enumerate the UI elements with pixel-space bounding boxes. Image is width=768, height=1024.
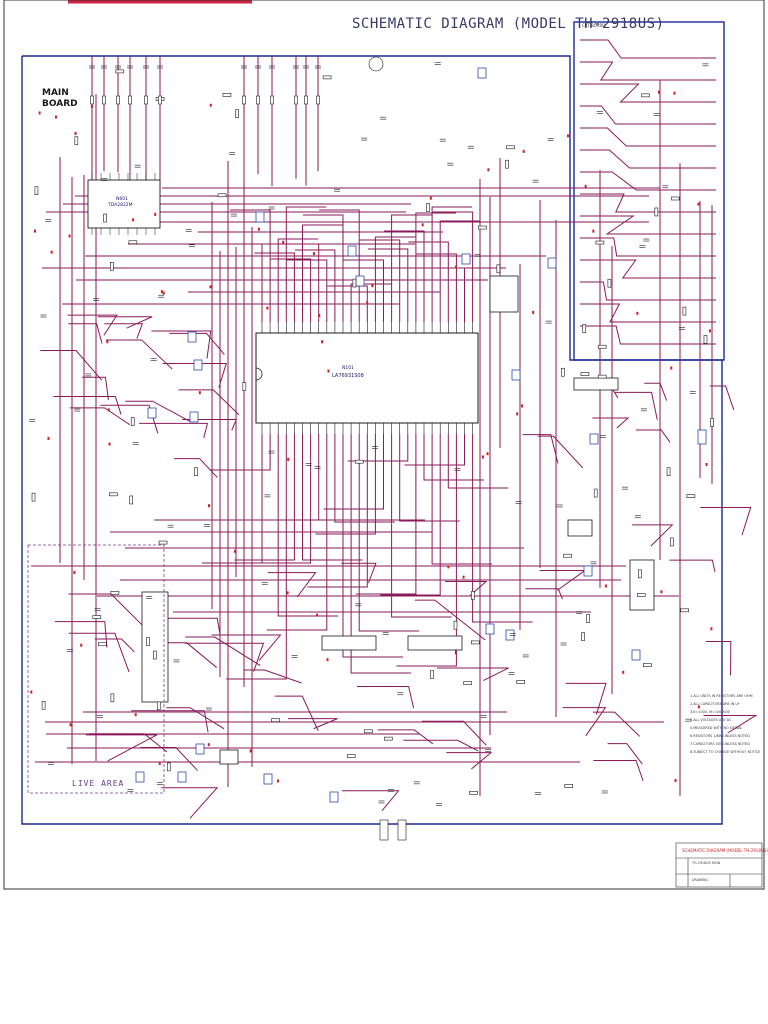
main-board-label: MAIN BOARD	[42, 88, 78, 109]
page-title: SCHEMATIC DIAGRAM (MODEL TH-2918US)	[352, 16, 665, 32]
audio-ic-ref: N601	[116, 197, 128, 202]
wiring	[31, 39, 758, 819]
live-area-label: LIVE AREA	[72, 779, 125, 788]
crt-board-label: CRT BOARD	[582, 23, 606, 28]
main-ic-part: LA76931S08	[332, 373, 364, 379]
title-block-line1: TH-2918US MAIN	[692, 861, 721, 865]
design-notes: 1.ALL UNITS IN RESISTORS ARE OHM 2.ALL C…	[690, 694, 761, 754]
title-block-line2: DRAWING	[692, 878, 709, 882]
main-ic-n101	[255, 322, 479, 434]
audio-ic-n601	[87, 173, 161, 235]
live-area-boundary	[27, 544, 165, 794]
title-block-heading: SCHEMATIC DIAGRAM (MODEL TH-2918US)	[682, 848, 768, 853]
connectors	[135, 67, 707, 803]
top-supply-rail	[89, 56, 384, 105]
main-ic-ref: N101	[342, 366, 354, 371]
board-frame	[21, 21, 725, 825]
components	[29, 62, 714, 806]
other-ics	[141, 275, 655, 765]
bottom-output-connectors	[379, 819, 407, 841]
drawing-border	[3, 0, 765, 890]
audio-ic-part: TDA2822M	[108, 203, 133, 208]
title-block	[675, 842, 763, 888]
ground-symbols	[30, 90, 713, 783]
